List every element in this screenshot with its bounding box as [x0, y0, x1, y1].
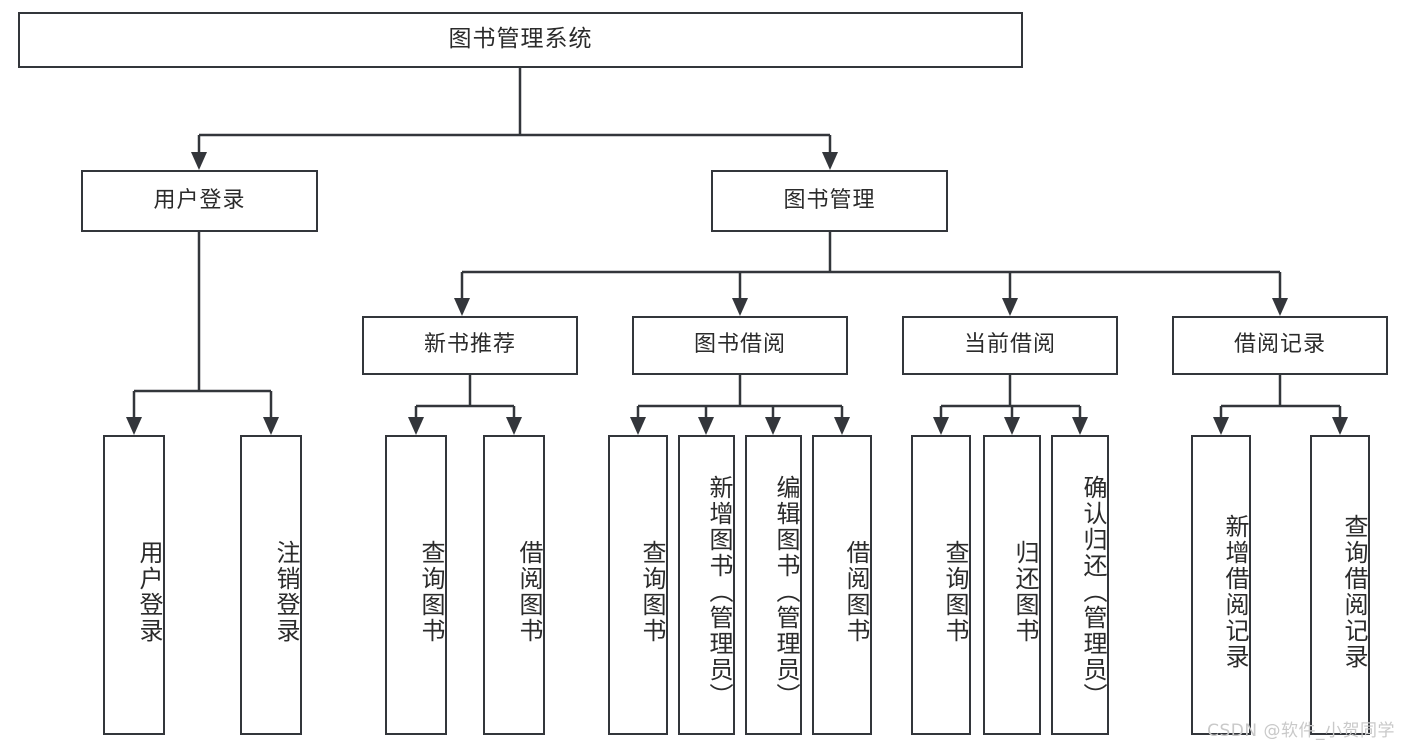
watermark: CSDN @软件_小贺同学: [1207, 721, 1395, 741]
node-label: 用户登录: [135, 540, 163, 644]
node-leaf-cur-return[interactable]: 归还图书: [983, 435, 1041, 735]
node-leaf-borrow-add[interactable]: 新增图书（管理员）: [678, 435, 735, 735]
node-label: 查询图书: [941, 540, 969, 644]
node-root[interactable]: 图书管理系统: [18, 12, 1023, 68]
node-leaf-cur-query[interactable]: 查询图书: [911, 435, 971, 735]
node-leaf-rec-add[interactable]: 新增借阅记录: [1191, 435, 1251, 735]
connector-bookmanage-to-level3: [454, 232, 1288, 316]
connector-currentborrow-to-leaves: [933, 375, 1088, 435]
node-leaf-borrow-lend[interactable]: 借阅图书: [812, 435, 872, 735]
connector-bookborrow-to-leaves: [630, 375, 850, 435]
node-label: 借阅图书: [515, 540, 543, 644]
node-label: 归还图书: [1011, 540, 1039, 644]
node-label: 借阅图书: [842, 540, 870, 644]
connector-userlogin-to-leaves: [126, 232, 279, 435]
node-label: 新书推荐: [423, 332, 516, 358]
node-label: 编辑图书（管理员）: [772, 475, 800, 709]
connector-root-to-level2: [191, 68, 838, 170]
node-leaf-borrow-edit[interactable]: 编辑图书（管理员）: [745, 435, 802, 735]
node-user-login[interactable]: 用户登录: [81, 170, 318, 232]
node-label: 查询借阅记录: [1340, 514, 1368, 670]
connector-borrowrecord-to-leaves: [1213, 375, 1348, 435]
node-label: 图书管理系统: [448, 26, 593, 53]
node-label: 注销登录: [272, 540, 300, 644]
node-label: 用户登录: [153, 187, 246, 213]
node-leaf-rec-search[interactable]: 查询借阅记录: [1310, 435, 1370, 735]
node-label: 新增图书（管理员）: [705, 475, 733, 709]
node-label: 当前借阅: [963, 332, 1056, 358]
node-leaf-rec-borrow[interactable]: 借阅图书: [483, 435, 545, 735]
node-leaf-cur-confirm[interactable]: 确认归还（管理员）: [1051, 435, 1109, 735]
node-leaf-user-login[interactable]: 用户登录: [103, 435, 165, 735]
node-label: 图书借阅: [693, 332, 786, 358]
node-label: 确认归还（管理员）: [1079, 475, 1107, 709]
node-book-borrow[interactable]: 图书借阅: [632, 316, 848, 375]
node-label: 图书管理: [783, 187, 876, 213]
node-label: 借阅记录: [1233, 332, 1326, 358]
node-leaf-user-logout[interactable]: 注销登录: [240, 435, 302, 735]
node-label: 新增借阅记录: [1221, 514, 1249, 670]
node-book-manage[interactable]: 图书管理: [711, 170, 948, 232]
node-current-borrow[interactable]: 当前借阅: [902, 316, 1118, 375]
node-new-book-rec[interactable]: 新书推荐: [362, 316, 578, 375]
node-leaf-rec-query[interactable]: 查询图书: [385, 435, 447, 735]
node-borrow-record[interactable]: 借阅记录: [1172, 316, 1388, 375]
connector-newbookrec-to-leaves: [408, 375, 522, 435]
node-leaf-borrow-query[interactable]: 查询图书: [608, 435, 668, 735]
node-label: 查询图书: [417, 540, 445, 644]
node-label: 查询图书: [638, 540, 666, 644]
